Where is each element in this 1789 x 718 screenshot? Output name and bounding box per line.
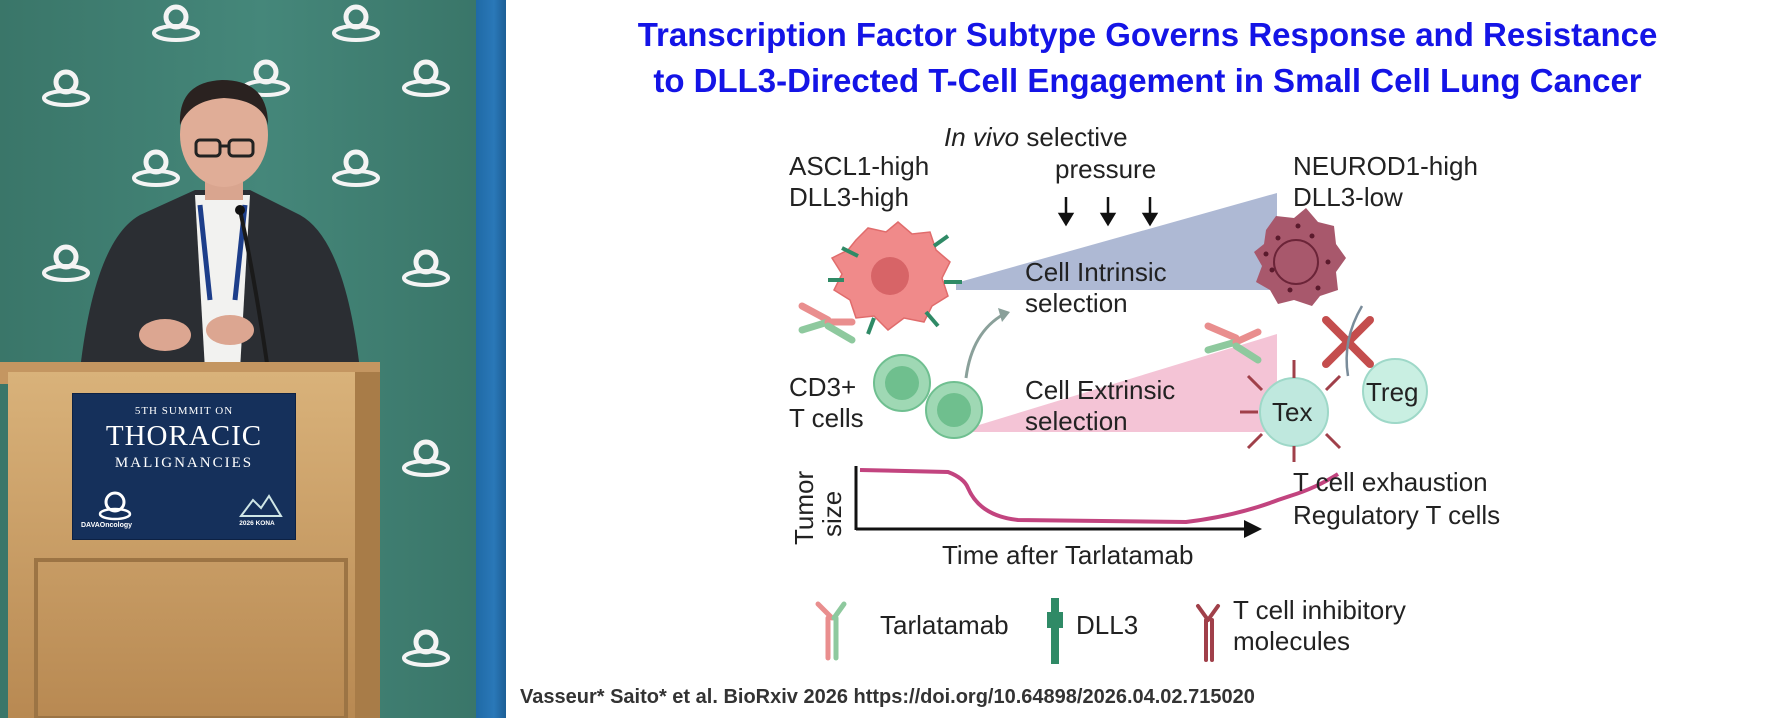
slide: Transcription Factor Subtype Governs Res… (506, 0, 1789, 718)
tarlatamab-antibody-icon-2 (1204, 322, 1262, 364)
sign-badge-text: 2026 KONA (239, 520, 275, 527)
right-cell-line1: NEUROD1-high (1293, 151, 1478, 181)
diagram-graphics (798, 193, 1428, 664)
y-axis-label: Tumor size (789, 470, 847, 545)
top-label-line1: In vivo selective (944, 122, 1128, 152)
backdrop-logo-icon (42, 69, 90, 107)
citation: Vasseur* Saito* et al. BioRxiv 2026 http… (520, 686, 1255, 708)
sign-summit-line: 5TH SUMMIT ON (134, 405, 234, 417)
backdrop-logo-icon (402, 59, 450, 97)
legend-inhibitory-line2: molecules (1233, 626, 1351, 656)
tumor-size-axes (854, 466, 1246, 531)
backdrop-logo-icon (402, 439, 450, 477)
intrinsic-label-line1: Cell Intrinsic (1025, 257, 1167, 287)
right-cell-line2: DLL3-low (1293, 182, 1403, 212)
treg-label: Treg (1366, 377, 1419, 407)
intrinsic-label-line2: selection (1025, 288, 1128, 318)
legend-tarlatamab-icon (815, 601, 847, 661)
neurod1-tumor-cell (1254, 208, 1346, 306)
backdrop-logo-icon (152, 4, 200, 42)
sign-thoracic: THORACIC (105, 420, 263, 452)
podium (0, 362, 380, 718)
tcell-label-line1: CD3+ (789, 372, 857, 402)
legend-dll3-icon (1047, 598, 1063, 664)
sign-malignancies: MALIGNANCIES (114, 455, 254, 471)
tcell-label-line2: T cells (789, 403, 864, 433)
podium-sign: 5TH SUMMIT ON THORACIC MALIGNANCIES DAVA… (72, 393, 296, 540)
backdrop-logo-icon (402, 249, 450, 287)
video-panel: 5TH SUMMIT ON THORACIC MALIGNANCIES DAVA… (0, 0, 476, 718)
treg-cell (1362, 358, 1428, 424)
sign-logo-text: DAVAOncology (81, 522, 133, 529)
extrinsic-label-line2: selection (1025, 406, 1128, 436)
slide-title: Transcription Factor Subtype Governs Res… (506, 12, 1789, 104)
divider-strip (476, 0, 506, 718)
tex-label: Tex (1272, 397, 1313, 427)
title-line-1: Transcription Factor Subtype Governs Res… (637, 16, 1658, 53)
extrinsic-label-line1: Cell Extrinsic (1025, 375, 1176, 405)
x-axis-label: Time after Tarlatamab (942, 540, 1194, 570)
tex-cell (1240, 360, 1342, 462)
top-label-line2: pressure (1055, 154, 1157, 184)
dava-logo-icon (98, 491, 132, 521)
backdrop-logo-icon (332, 149, 380, 187)
tarlatamab-antibody-icon (798, 302, 856, 344)
backdrop-logo-icon (402, 629, 450, 667)
cd3-t-cells (873, 354, 983, 439)
tcell-attack-arrow (964, 312, 1005, 379)
backdrop-logo-icon (332, 4, 380, 42)
resistance-line2: Regulatory T cells (1293, 500, 1501, 530)
legend-tarlatamab: Tarlatamab (880, 610, 1009, 640)
intrinsic-selection-wedge (956, 193, 1277, 290)
kona-palm-icon (239, 494, 283, 517)
backdrop-logo-icon (132, 149, 180, 187)
tumor-size-curve (859, 468, 1340, 525)
legend-dll3: DLL3 (1076, 610, 1139, 640)
title-line-2: to DLL3-Directed T-Cell Engagement in Sm… (653, 62, 1642, 99)
legend-inhibitory-line1: T cell inhibitory (1233, 595, 1406, 625)
speaker-figure (80, 80, 360, 371)
resistance-line1: T cell exhaustion (1293, 467, 1488, 497)
backdrop-logo-icon (42, 244, 90, 282)
selective-pressure-arrows (1057, 197, 1159, 227)
left-cell-line1: ASCL1-high (789, 151, 930, 181)
extrinsic-selection-wedge (956, 334, 1277, 432)
ascl1-tumor-cell (828, 221, 962, 335)
left-cell-line2: DLL3-high (789, 182, 909, 212)
legend-inhibitory-icon (1196, 604, 1220, 662)
